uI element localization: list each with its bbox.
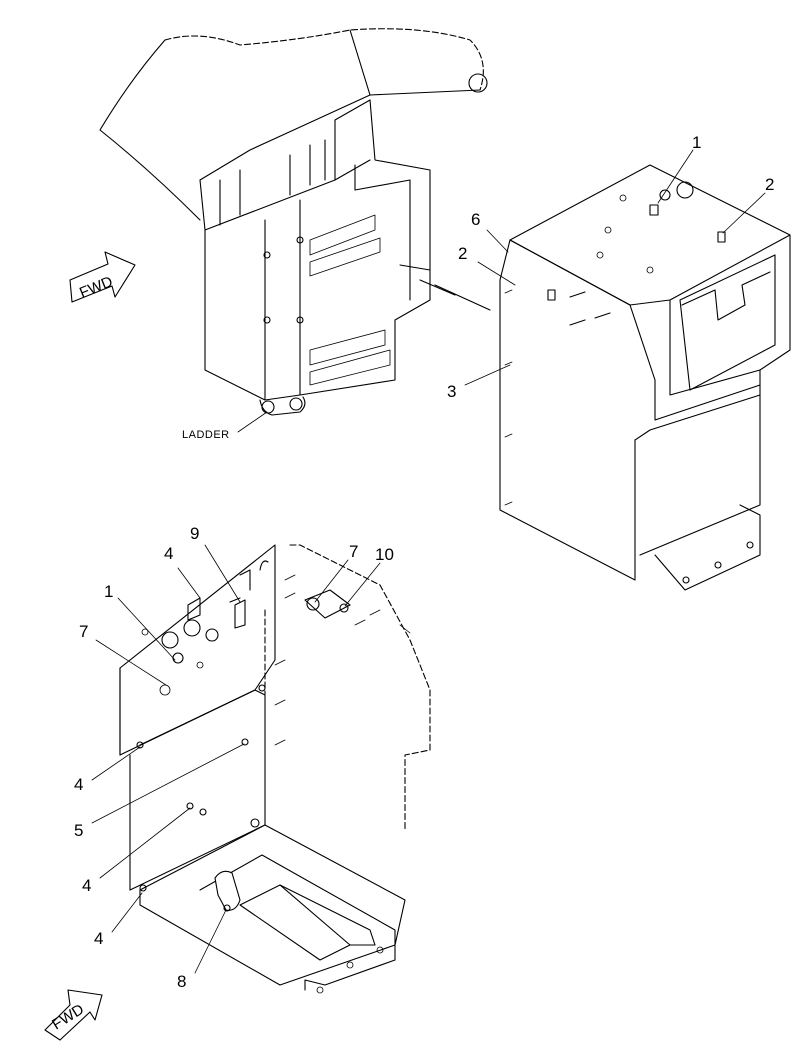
fwd-arrow-bottom: FWD [44,989,103,1041]
callout-9-lower: 9 [190,524,199,543]
machine-ladder-assembly [99,28,491,416]
callouts-lower: 1 4 4 4 4 5 7 7 8 9 10 [74,524,394,991]
callout-3-upper: 3 [447,382,456,401]
callout-4-lower-low: 4 [82,876,91,895]
callout-7-lower-right: 7 [349,542,358,561]
callout-1-upper: 1 [692,133,701,152]
callout-10-lower: 10 [375,545,394,564]
callout-2-upper-right: 2 [765,175,774,194]
callout-2-upper-left: 2 [458,244,467,263]
fwd-arrow-top: FWD [69,251,136,303]
callout-4-lower-mid: 4 [74,775,83,794]
callout-7-lower-left: 7 [79,622,88,641]
callout-4-lower-top: 4 [164,544,173,563]
exploded-frame-assembly [119,544,431,994]
ladder-label: LADDER [182,429,230,441]
cab-enclosure-assembly [499,164,791,591]
callouts-upper: 1 2 2 3 6 [447,133,774,401]
callout-5-lower: 5 [74,821,83,840]
ladder-leader [237,411,268,433]
callout-1-lower: 1 [104,582,113,601]
callout-8-lower: 8 [177,972,186,991]
callout-6-upper: 6 [471,210,480,229]
callout-4-lower-bottom: 4 [94,929,103,948]
